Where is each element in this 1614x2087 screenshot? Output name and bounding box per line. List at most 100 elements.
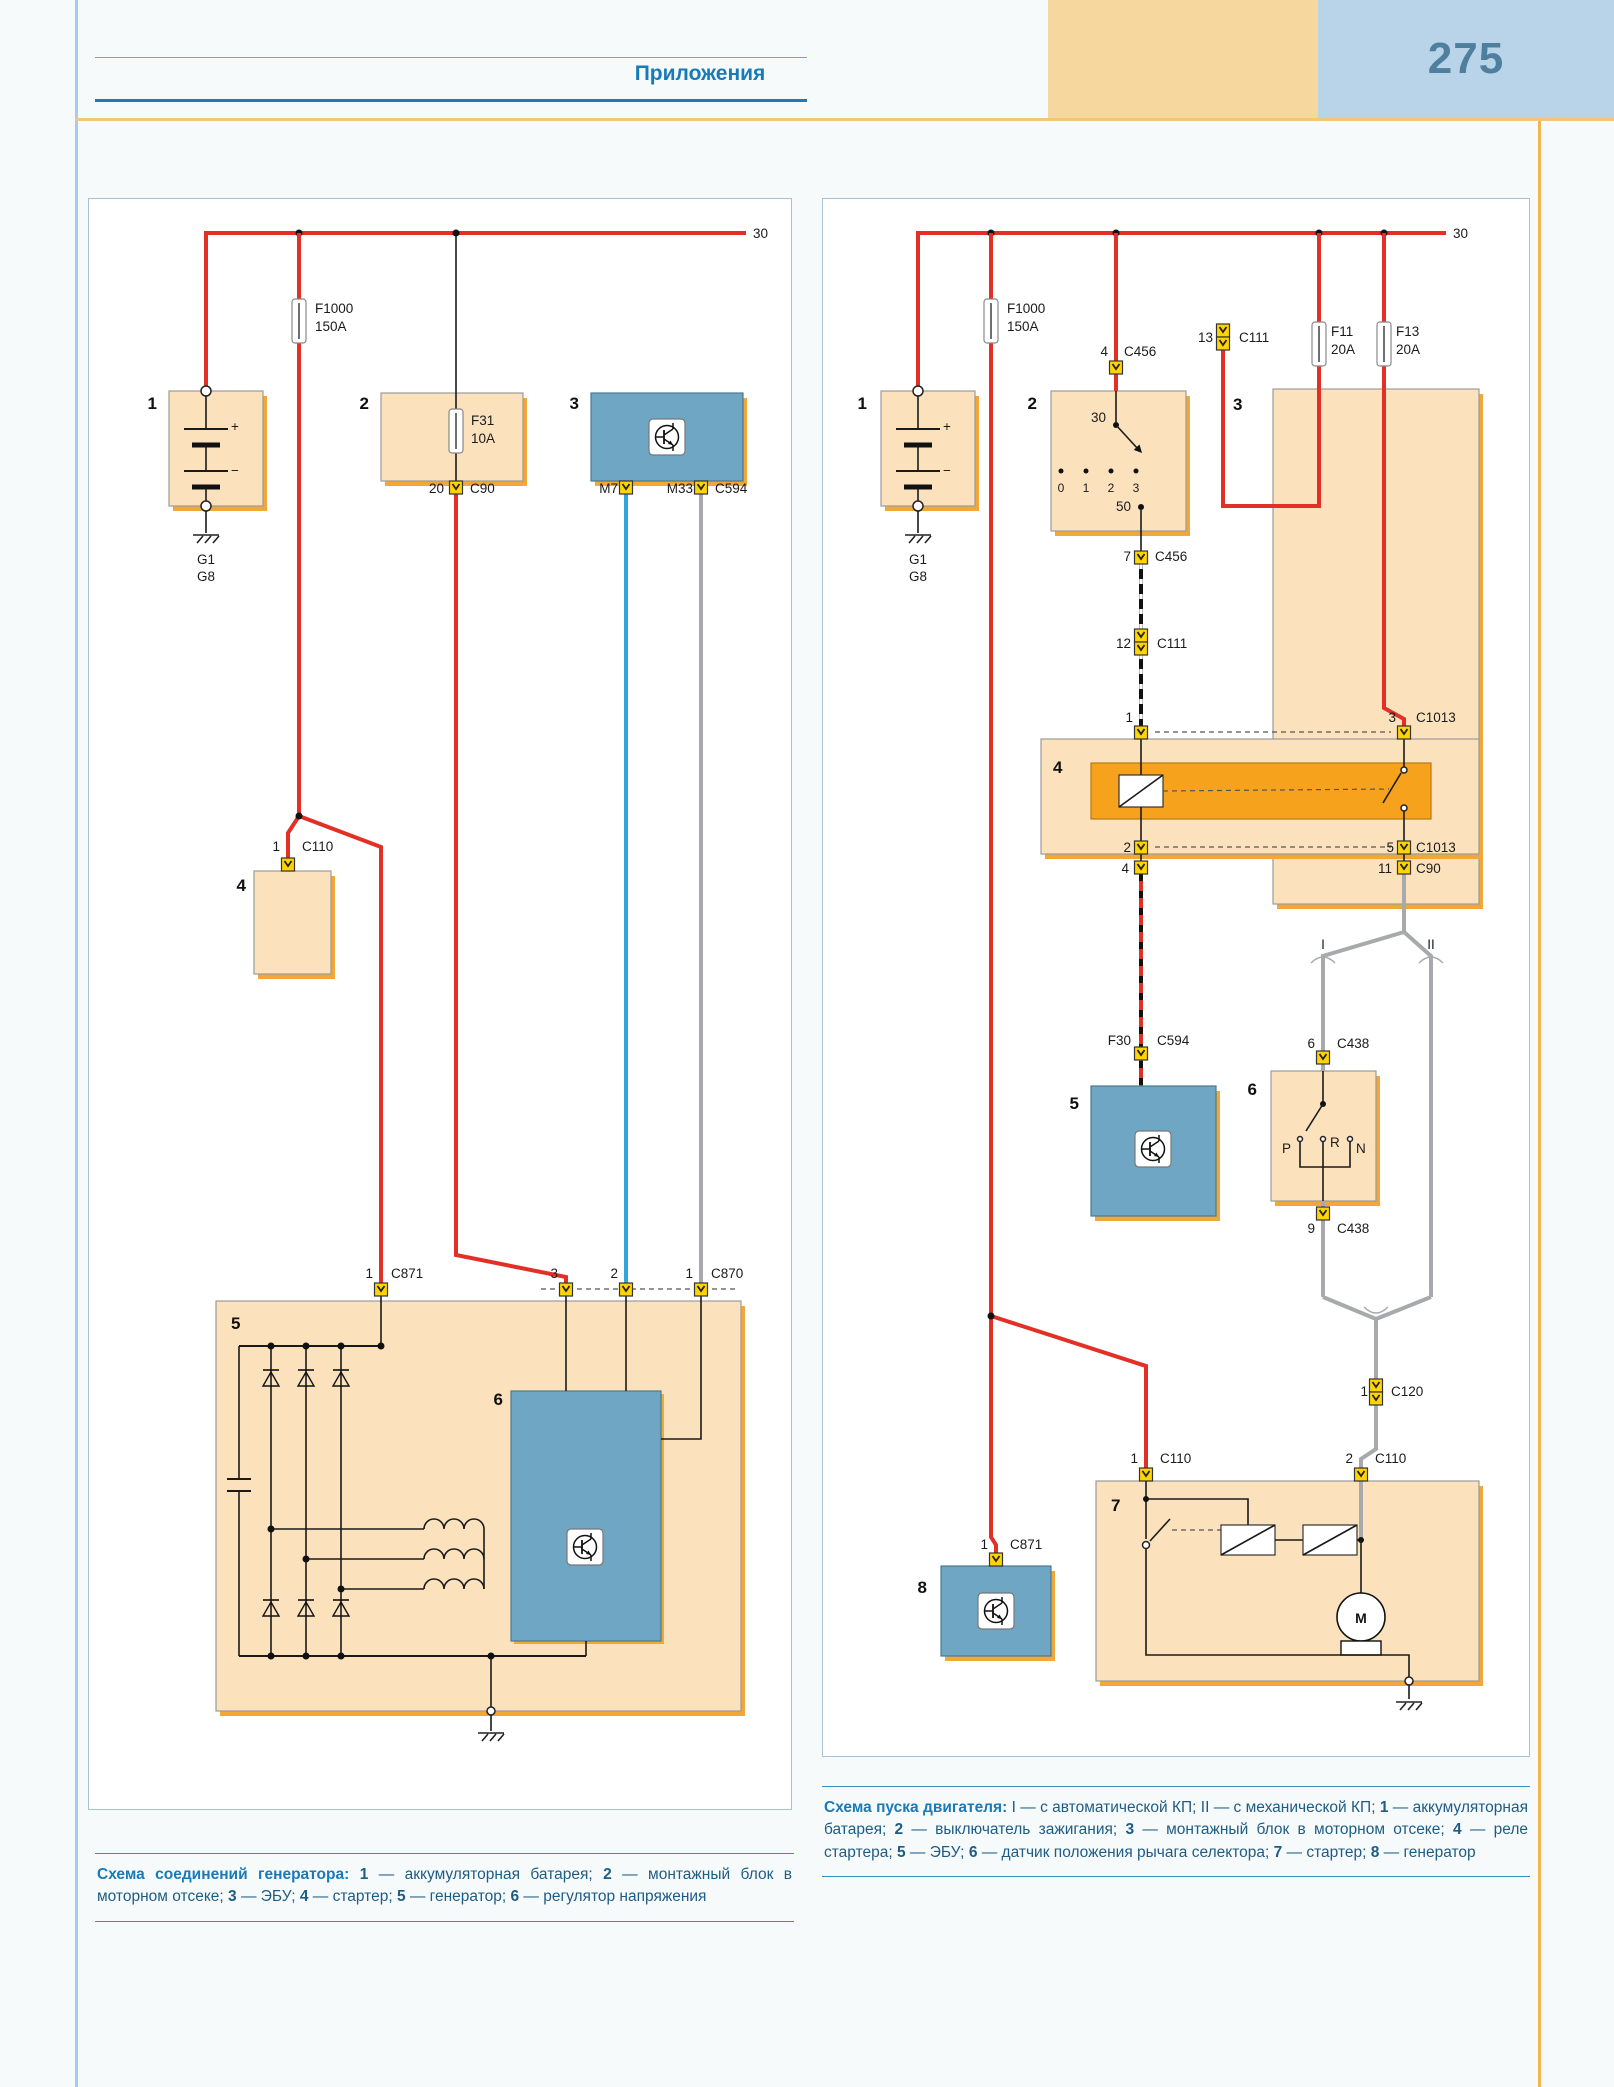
starter-relay-4 [1040,738,1483,859]
header-rule-top [95,57,807,58]
label-relay-2: 2 [1123,840,1131,855]
label-pin-4: 4 [1100,344,1108,359]
relay-internals [1118,731,1408,861]
label-m33: M33 [667,481,693,496]
label-c1013b: C1013 [1416,840,1456,855]
ignition-switch-2 [1050,390,1190,536]
label-comp-1: 1 [858,394,867,413]
pin-c90-4 [1133,860,1149,875]
label-f1000: F1000 [315,301,353,316]
label-c111b: C111 [1157,636,1187,651]
label-sw-50: 50 [1116,499,1131,514]
ignition-switch-internals [1058,391,1144,551]
label-comp-5: 5 [231,1314,240,1333]
label-relay-3: 3 [1388,710,1396,725]
left-edge-rule [75,0,78,2087]
label-c110a: C110 [1160,1451,1191,1466]
label-comp-2: 2 [1028,394,1037,413]
label-sw-2: 2 [1108,481,1115,495]
pin-c870 [693,1282,709,1297]
label-sel-p: P [1282,1141,1291,1156]
label-plus: + [231,419,239,434]
header-tan-block [1048,0,1318,118]
label-comp-6: 6 [1248,1080,1257,1099]
label-c110b: C110 [1375,1451,1406,1466]
starter-7 [1095,1480,1483,1686]
generator-ground-icon [477,1732,505,1742]
fuse-f31-icon [448,408,464,454]
battery-ground-icon [192,534,220,544]
label-f1000: F1000 [1007,301,1045,316]
starter-ground-icon [1395,1701,1423,1711]
label-minus: − [943,463,951,478]
label-f11: F11 [1331,324,1353,339]
page-number: 275 [1427,34,1505,83]
engine-start-caption: Схема пуска двигателя: I — с автоматичес… [822,1786,1530,1878]
wire-ecu-outputs [624,494,703,1284]
pin-c111-13 [1217,324,1230,350]
label-c438a: C438 [1337,1036,1369,1051]
label-pin-1-c120: 1 [1360,1384,1368,1399]
label-c111a: C111 [1239,330,1269,345]
label-c871: C871 [391,1266,423,1281]
label-comp-2: 2 [360,394,369,413]
pin-relay-2 [1133,840,1149,855]
fuse-f1000-icon [983,298,999,344]
label-g1: G1 [909,552,927,567]
pin-c1013-3 [1396,725,1412,740]
ecu-transistor-icon [1134,1130,1172,1168]
label-pin-2: 2 [610,1266,618,1281]
battery-symbol [169,386,267,511]
label-c90: C90 [1416,861,1441,876]
page-title: Приложения [634,62,766,85]
pin-c110-1 [1138,1467,1154,1482]
label-pin-13: 13 [1198,330,1213,345]
fuse-f11-icon [1311,321,1327,367]
label-c438b: C438 [1337,1221,1369,1236]
pin-c1013-5 [1396,840,1412,855]
label-f31: F31 [471,413,494,428]
generator-internals [227,1288,737,1742]
wire-f1000-to-starter [286,233,383,1284]
wire-block2 [454,233,568,1284]
label-pin-9: 9 [1307,1221,1315,1236]
label-c90-4: 4 [1121,861,1129,876]
label-sw-3: 3 [1133,481,1140,495]
label-pin-3: 3 [550,1266,558,1281]
yellow-divider [75,118,1614,121]
pin-c90 [448,480,464,495]
pin-c456-7 [1133,550,1149,565]
label-bus-30: 30 [753,226,768,241]
engine-start-diagram-panel: 30 F1000 150A 1 + − G1 G8 2 4 C456 13 C1… [822,198,1530,1757]
label-sw-1: 1 [1083,481,1090,495]
label-sw-0: 0 [1058,481,1065,495]
pin-c111-12 [1135,629,1148,655]
pin-c120-1 [1370,1379,1383,1405]
label-c1013a: C1013 [1416,710,1456,725]
fuse-f1000-icon [291,298,307,344]
label-c110: C110 [302,839,333,854]
pin-c871 [373,1282,389,1297]
pin-m33 [693,480,709,495]
pin-c438-9 [1315,1206,1331,1221]
label-comp-1: 1 [148,394,157,413]
label-pin-20: 20 [429,481,444,496]
pin-c90-11 [1396,860,1412,875]
label-comp-4: 4 [1053,758,1063,777]
wire-f13-relay [1382,233,1406,726]
pin-c110 [280,857,296,872]
label-f30: F30 [1108,1033,1131,1048]
label-pin-1-c110: 1 [1130,1451,1138,1466]
label-comp-7: 7 [1111,1496,1120,1515]
label-f13a: 20A [1396,342,1420,357]
label-pin-12: 12 [1116,636,1131,651]
voltage-regulator-6 [510,1390,664,1644]
label-relay-1: 1 [1125,710,1133,725]
label-150a: 150A [1007,319,1039,334]
label-pin-6: 6 [1307,1036,1315,1051]
label-m7: M7 [599,481,618,496]
label-c90: C90 [470,481,495,496]
label-g8: G8 [197,569,215,584]
label-pin-1-c871: 1 [980,1537,988,1552]
